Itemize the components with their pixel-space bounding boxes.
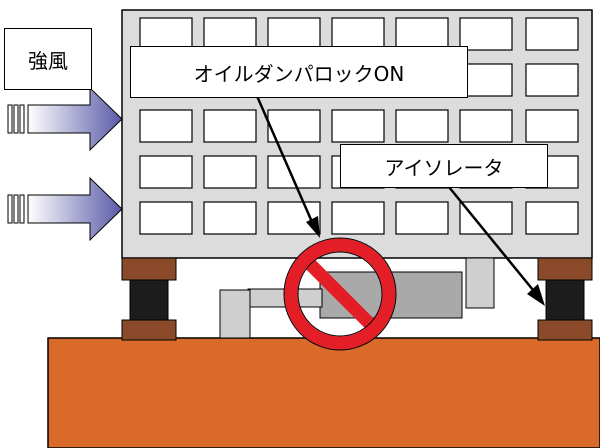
- ground: [47, 337, 600, 448]
- wind-arrow-icon: [7, 176, 123, 242]
- callout-arrow-isolator: [439, 175, 545, 306]
- building-window: [139, 109, 193, 143]
- building-window: [203, 109, 257, 143]
- building-window: [525, 63, 579, 97]
- wind-label: 強風: [4, 28, 92, 90]
- seismic-isolator-left: [121, 257, 177, 341]
- building-window: [459, 109, 513, 143]
- building-window: [459, 17, 513, 51]
- building-window: [139, 201, 193, 235]
- building-window: [139, 155, 193, 189]
- oil-damper: [219, 257, 495, 339]
- building-window: [331, 17, 385, 51]
- building-window: [139, 17, 193, 51]
- building-window: [395, 109, 449, 143]
- building-window: [203, 201, 257, 235]
- building-window: [459, 201, 513, 235]
- damper-lock-label: オイルダンパロックON: [130, 46, 468, 98]
- isolator-label: アイソレータ: [340, 144, 548, 188]
- prohibited-icon: [283, 237, 397, 351]
- building-window: [331, 201, 385, 235]
- building-window: [331, 109, 385, 143]
- building-window: [203, 155, 257, 189]
- building-window: [525, 109, 579, 143]
- building-window: [525, 201, 579, 235]
- building-window: [525, 17, 579, 51]
- seismic-isolator-right: [537, 257, 593, 341]
- building-window: [267, 17, 321, 51]
- building-window: [267, 109, 321, 143]
- wind-arrow-icon: [7, 86, 123, 152]
- building-window: [267, 201, 321, 235]
- building-window: [395, 201, 449, 235]
- callout-arrow-damper: [248, 79, 320, 238]
